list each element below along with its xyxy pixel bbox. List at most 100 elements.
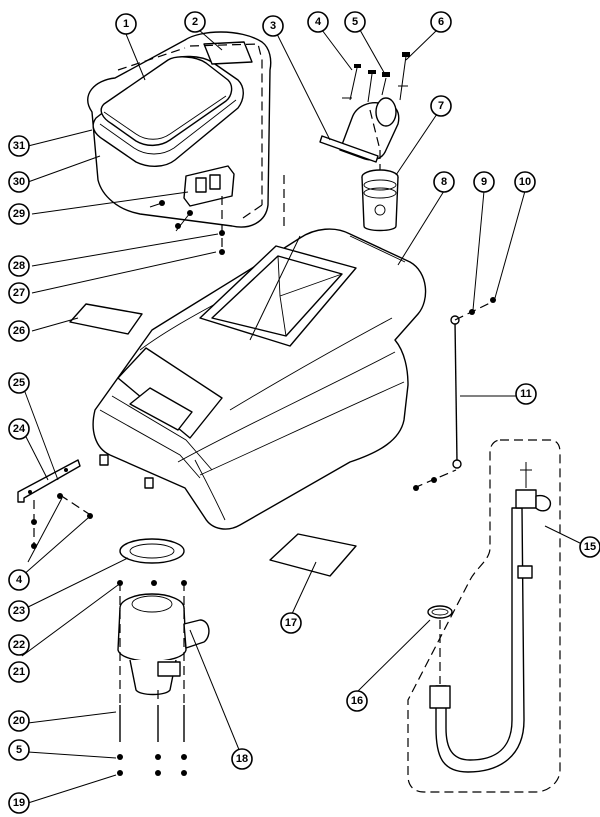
svg-text:9: 9 xyxy=(481,176,487,188)
callout-30: 30 xyxy=(8,171,30,193)
hose-clamp xyxy=(427,605,453,619)
callout-17: 17 xyxy=(280,612,302,634)
lid-frame-inner xyxy=(99,99,237,155)
motor-housing xyxy=(117,607,187,662)
elbow-collar xyxy=(375,97,397,127)
callout-6: 6 xyxy=(430,11,452,33)
rod-bottom-eye xyxy=(452,459,462,469)
svg-text:2: 2 xyxy=(192,16,198,28)
motor-outlet xyxy=(183,619,210,649)
callout-4: 4 xyxy=(307,11,329,33)
washer-28 xyxy=(219,230,225,236)
svg-text:10: 10 xyxy=(519,176,531,188)
label-plate xyxy=(203,41,253,65)
callout-bubbles: 1 2 3 4 5 6 7 8 9 10 11 15 16 17 18 19 2… xyxy=(8,11,600,814)
svg-text:29: 29 xyxy=(13,208,25,220)
callout-4b: 4 xyxy=(8,569,30,591)
svg-text:28: 28 xyxy=(13,260,25,272)
filter-body xyxy=(361,176,399,232)
svg-text:31: 31 xyxy=(13,140,25,152)
callout-3: 3 xyxy=(262,15,284,37)
lid-assembly xyxy=(87,31,285,255)
callout-21: 21 xyxy=(8,661,30,683)
hose-plug xyxy=(515,489,537,509)
housing-front-edge xyxy=(99,395,213,479)
hinge-screw-c xyxy=(175,223,181,229)
svg-text:25: 25 xyxy=(13,377,25,389)
foot-b xyxy=(144,477,154,489)
front-panel-window xyxy=(129,387,193,431)
leader-lines xyxy=(21,29,587,804)
screw-27 xyxy=(219,249,225,255)
svg-text:3: 3 xyxy=(270,20,276,32)
callout-23: 23 xyxy=(8,600,30,622)
svg-text:18: 18 xyxy=(236,753,248,765)
svg-text:26: 26 xyxy=(13,325,25,337)
callout-5: 5 xyxy=(344,11,366,33)
callout-15: 15 xyxy=(579,536,600,558)
svg-text:23: 23 xyxy=(13,605,25,617)
mounting-bracket xyxy=(17,459,93,549)
svg-text:4: 4 xyxy=(16,574,23,586)
svg-text:15: 15 xyxy=(584,541,596,553)
main-housing xyxy=(69,228,427,577)
callout-29: 29 xyxy=(8,203,30,225)
callout-22: 22 xyxy=(8,634,30,656)
callout-16: 16 xyxy=(346,690,368,712)
callout-2: 2 xyxy=(184,11,206,33)
svg-text:6: 6 xyxy=(438,16,444,28)
callout-26: 26 xyxy=(8,320,30,342)
washer-9 xyxy=(469,309,475,315)
callout-1: 1 xyxy=(115,13,137,35)
svg-text:21: 21 xyxy=(13,666,25,678)
hose-band xyxy=(517,565,533,579)
hose-tube xyxy=(435,507,525,773)
callout-8: 8 xyxy=(433,171,455,193)
svg-text:1: 1 xyxy=(123,18,129,30)
callout-27: 27 xyxy=(8,282,30,304)
svg-text:20: 20 xyxy=(13,715,25,727)
hinge-block-a xyxy=(195,177,207,193)
nut-10 xyxy=(490,297,496,303)
callout-25: 25 xyxy=(8,372,30,394)
svg-text:24: 24 xyxy=(13,423,26,435)
elbow-flange xyxy=(319,135,379,163)
callout-31: 31 xyxy=(8,135,30,157)
lid-pad-edge xyxy=(103,95,227,140)
callout-28: 28 xyxy=(8,255,30,277)
callout-9: 9 xyxy=(473,171,495,193)
lid-pad xyxy=(100,56,233,147)
vacuum-motor-assembly xyxy=(117,538,210,776)
hose-dashed-outline xyxy=(407,439,561,793)
hose-cap xyxy=(535,494,552,512)
foot-a xyxy=(99,454,109,466)
svg-text:22: 22 xyxy=(13,639,25,651)
svg-text:11: 11 xyxy=(520,388,532,400)
callout-20: 20 xyxy=(8,710,30,732)
drain-rod-assembly xyxy=(413,297,496,491)
svg-text:19: 19 xyxy=(13,797,25,809)
svg-text:8: 8 xyxy=(441,176,447,188)
top-fittings xyxy=(319,52,410,232)
hose-coupling xyxy=(429,685,451,709)
decal-26 xyxy=(69,303,143,335)
callout-10: 10 xyxy=(514,171,536,193)
decal-17 xyxy=(269,533,357,577)
svg-text:5: 5 xyxy=(352,16,358,28)
svg-text:5: 5 xyxy=(16,744,22,756)
housing-side-line xyxy=(177,351,405,476)
drain-hose-assembly xyxy=(407,439,561,793)
callout-24: 24 xyxy=(8,418,30,440)
svg-text:4: 4 xyxy=(315,16,322,28)
svg-text:30: 30 xyxy=(13,176,25,188)
callout-5b: 5 xyxy=(8,739,30,761)
svg-text:27: 27 xyxy=(13,287,25,299)
callout-11: 11 xyxy=(515,383,537,405)
svg-text:7: 7 xyxy=(438,100,444,112)
callout-7: 7 xyxy=(430,95,452,117)
svg-text:17: 17 xyxy=(285,617,297,629)
motor-gasket xyxy=(119,538,185,564)
bracket-plate xyxy=(17,459,81,503)
hinge-block-b xyxy=(209,174,221,190)
